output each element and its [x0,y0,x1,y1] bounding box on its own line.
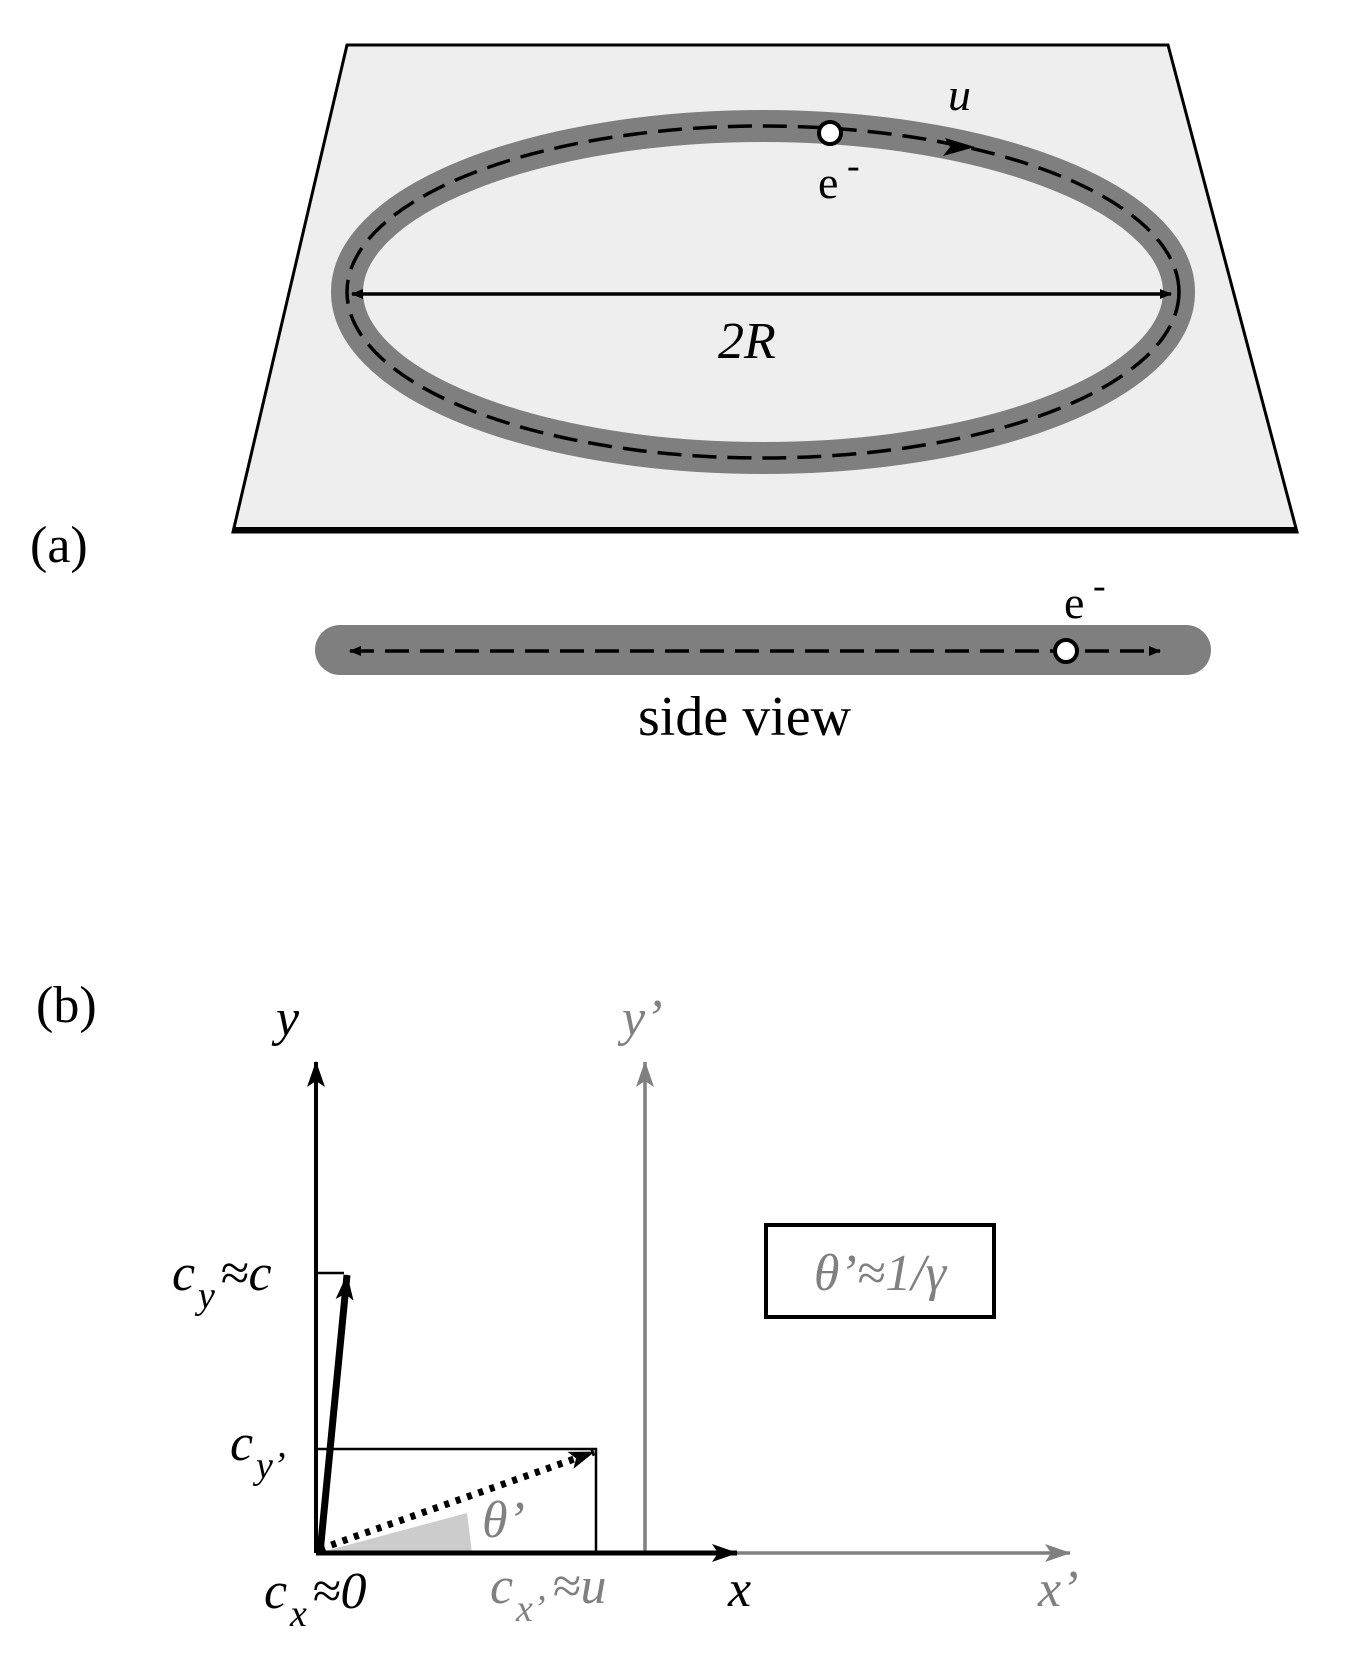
x-axis-label: x [727,1561,751,1618]
cx-prime-label: c x’ ≈u [490,1558,607,1630]
velocity-vector-prime [318,1448,596,1553]
side-view-label: side view [638,686,852,748]
electron-dot [817,120,843,146]
cy-prime-box [318,1447,598,1553]
svg-text:≈c: ≈c [220,1245,272,1302]
relation-box [764,1223,996,1319]
diameter-label: 2R [718,313,776,370]
svg-text:c: c [490,1558,513,1615]
svg-text:c: c [264,1563,287,1620]
panel-a-label: (a) [30,517,88,574]
panel-b-label: (b) [36,977,97,1034]
svg-text:y: y [194,1275,215,1317]
cx-label: c x ≈0 [264,1563,367,1635]
electron-label: e [818,157,838,208]
x-prime-axis-label: x’ [1037,1561,1078,1618]
theta-label: θ’ [482,1492,525,1549]
velocity-label: u [948,69,971,120]
electron-orbit-dashed [345,124,1181,460]
svg-text:x: x [289,1593,307,1635]
velocity-arrowhead [943,138,975,156]
theta-shade [318,1513,472,1553]
y-axis-label: y [271,990,300,1047]
svg-text:x’: x’ [515,1588,546,1630]
side-view-electron-label: e [1064,577,1084,628]
electron-charge: - [847,145,860,187]
side-view-electron-charge: - [1093,565,1106,607]
velocity-vector-lab [316,1274,354,1554]
cy-prime-label: c y’ [230,1415,286,1487]
svg-text:c: c [172,1245,195,1302]
svg-text:≈0: ≈0 [312,1563,367,1620]
side-view-electron-dot [1053,638,1079,664]
cy-label: c y ≈c [172,1245,272,1317]
relation-text: θ’≈1/γ [814,1245,948,1302]
panel-a: u e - 2R (a) e - side view [30,43,1299,748]
panel-b: (b) θ’ y y’ x x’ c y ≈c c [36,977,1078,1635]
svg-text:c: c [230,1415,253,1472]
svg-text:y’: y’ [252,1445,286,1487]
y-prime-axis-label: y’ [617,990,662,1047]
svg-text:≈u: ≈u [552,1558,607,1615]
